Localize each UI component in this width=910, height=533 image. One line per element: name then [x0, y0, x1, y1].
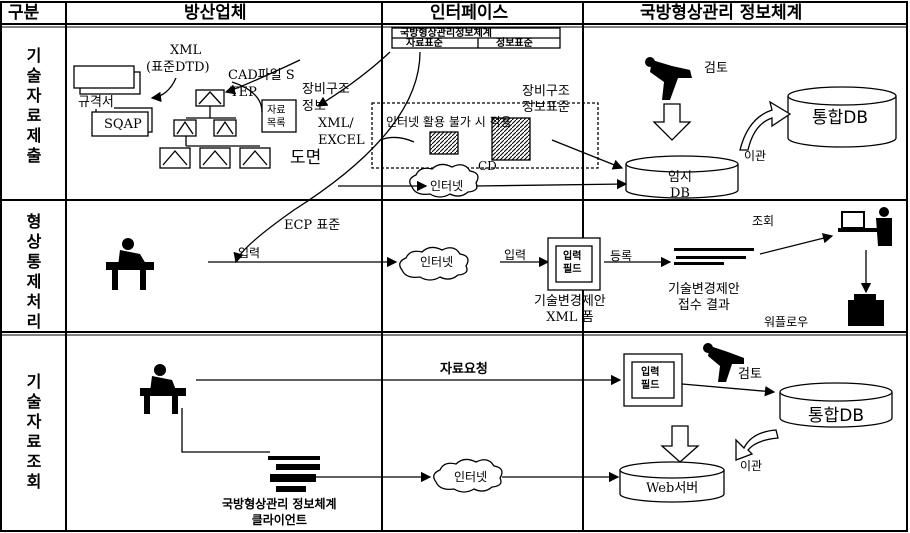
inquiry-label: 조회	[752, 214, 775, 228]
review-label-1: 검토	[704, 61, 728, 76]
header-system: 국방형상관리 정보체계	[640, 3, 803, 23]
tep-label: TEP	[230, 85, 257, 100]
integrated-db-label-1: 통합DB	[812, 108, 869, 128]
ecp-xml-form-label: 기술변경제안 XML 폼	[534, 294, 606, 326]
transfer-label-2: 이관	[740, 459, 763, 473]
data-standard-label: 자료표준	[406, 38, 443, 49]
ecp-operator-figure	[106, 238, 154, 290]
ecp-receipt-label: 기술변경제안 접수 결과	[668, 282, 740, 314]
integrated-db-label-2: 통합DB	[808, 406, 865, 426]
transfer-label-1: 이관	[744, 149, 767, 163]
xml-label: XML	[170, 43, 202, 58]
internet-cloud-label-3: 인터넷	[454, 470, 488, 484]
header-interface: 인터페이스	[430, 3, 509, 23]
data-request-label: 자료요청	[440, 362, 488, 377]
header-defense-company: 방산업체	[184, 3, 247, 23]
internet-cloud-label-1: 인터넷	[430, 179, 464, 193]
temp-db-label: 임시 DB	[668, 170, 692, 201]
web-server-label: Web서버	[646, 481, 699, 496]
inquiry-operator-figure-2	[140, 364, 186, 414]
inquiry-graphics	[181, 353, 893, 503]
review-label-2: 검토	[738, 367, 762, 382]
input-field-label-2: 입력 필드	[641, 367, 660, 391]
input-field-label-1: 입력 필드	[563, 251, 582, 275]
info-standard-label: 정보표준	[496, 38, 533, 49]
receipt-result-graphic	[674, 248, 754, 265]
sqap-label: SQAP	[104, 117, 142, 132]
internet-cloud-label-2: 인터넷	[420, 255, 454, 269]
submission-graphics	[73, 27, 897, 264]
header-category: 구분	[8, 3, 40, 23]
change-processing-graphics	[208, 233, 872, 294]
interface-title-label: 국방형상관리정보체계	[400, 28, 492, 39]
xml-excel-label: XML/ EXCEL	[318, 116, 365, 148]
data-list-label: 자료 목록	[267, 105, 286, 129]
client-label: 국방형상관리 정보체계 클라이언트	[222, 497, 337, 527]
input-left-label: 입력	[238, 246, 261, 260]
spec-label: 규격서	[78, 95, 114, 110]
standard-dtd-label: (표준DTD)	[146, 60, 210, 75]
workflow-printer-figure	[848, 294, 884, 326]
workflow-label: 워플로우	[764, 315, 809, 329]
register-label: 등록	[610, 249, 633, 263]
review-person-figure	[645, 57, 692, 100]
drawing-label: 도면	[290, 148, 322, 168]
inquiry-operator-figure	[838, 207, 892, 246]
review-person-figure-2	[703, 343, 744, 382]
equip-structure-standard-label: 장비구조 정보표준	[522, 84, 570, 116]
input-mid-label: 입력	[504, 248, 527, 262]
offline-note-label: 인터넷 활용 불가 시 적용	[386, 115, 512, 129]
cad-step-label: CAD파일 S	[228, 68, 295, 83]
ecp-standard-label: ECP 표준	[284, 218, 341, 233]
cd-label: CD	[478, 159, 497, 173]
client-terminal-figure	[268, 456, 320, 492]
equip-structure-info-label: 장비구조 정보	[302, 82, 350, 114]
